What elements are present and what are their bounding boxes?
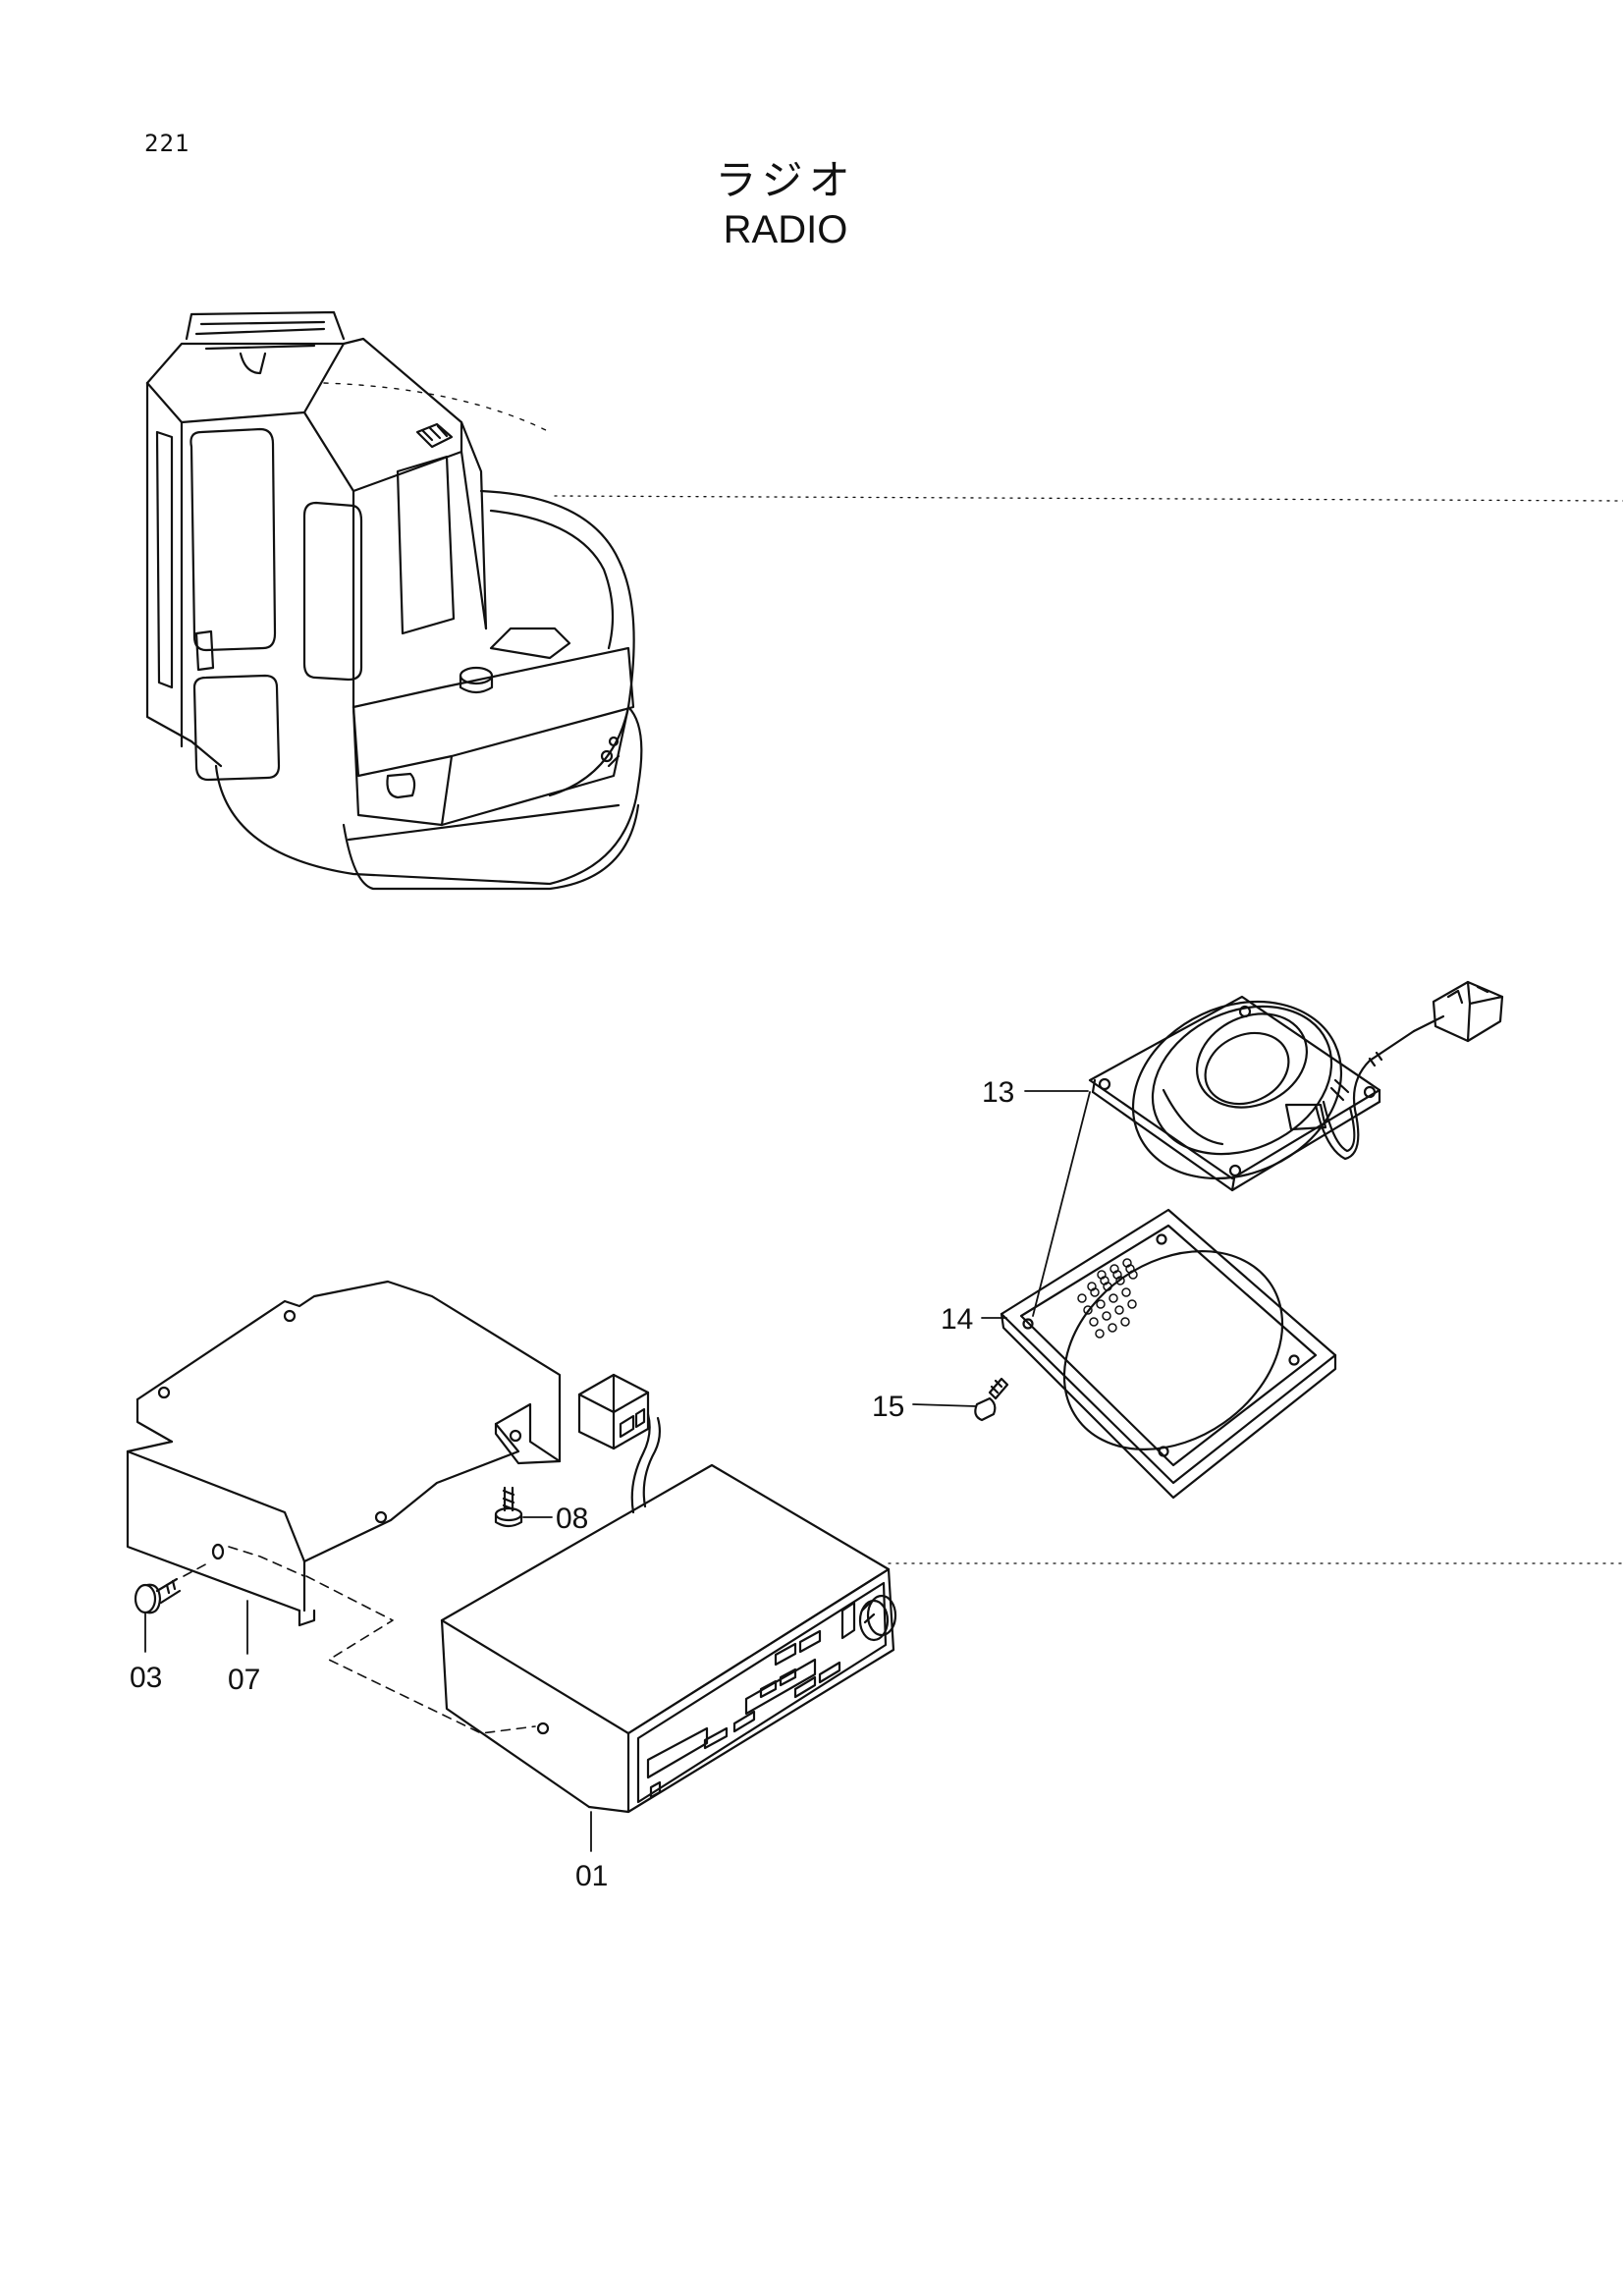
alignment-lines bbox=[183, 1546, 536, 1734]
title-japanese: ラジオ bbox=[715, 156, 856, 204]
screw-03 bbox=[134, 1577, 182, 1614]
label-03: 03 bbox=[130, 1662, 162, 1694]
screw-08 bbox=[494, 1486, 523, 1528]
page-number: 221 bbox=[144, 130, 190, 157]
label-14: 14 bbox=[941, 1303, 973, 1336]
label-07: 07 bbox=[228, 1664, 260, 1696]
speaker-grille bbox=[1000, 1091, 1337, 1500]
label-13: 13 bbox=[982, 1076, 1014, 1109]
label-15: 15 bbox=[872, 1391, 904, 1423]
label-08: 08 bbox=[556, 1503, 588, 1535]
screw-15 bbox=[974, 1377, 1009, 1422]
part-labels: 13 14 15 08 03 07 01 bbox=[130, 1076, 1014, 1892]
bracket bbox=[126, 1280, 562, 1627]
speaker bbox=[1088, 980, 1504, 1192]
radio-unit bbox=[440, 1373, 897, 1814]
label-01: 01 bbox=[575, 1860, 608, 1892]
title-english: RADIO bbox=[723, 208, 848, 251]
leader-lines bbox=[144, 1090, 1089, 1852]
reference-line-cab bbox=[554, 495, 1623, 502]
cab-illustration bbox=[145, 310, 643, 891]
grille-holes bbox=[1077, 1258, 1138, 1339]
